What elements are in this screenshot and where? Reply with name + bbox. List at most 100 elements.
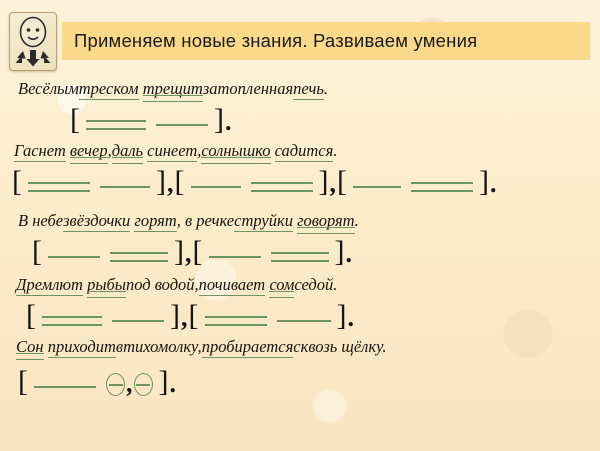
- scheme-clause: []: [70, 103, 224, 136]
- scheme-predicate-line: [112, 319, 164, 322]
- scheme-clause: []: [26, 299, 180, 332]
- scheme-open-bracket: [: [32, 235, 42, 268]
- scheme-open-bracket: [: [70, 103, 80, 136]
- exercise-sentence: Гаснет вечер, даль синеет, солнышко сади…: [14, 141, 338, 165]
- scheme-terminal-punct: .: [225, 106, 232, 136]
- word-subject: трещит: [142, 79, 203, 103]
- scheme-open-bracket: [: [192, 235, 203, 268]
- word-subject: сом: [269, 275, 295, 299]
- scheme-close-bracket: ]: [318, 165, 329, 198]
- scheme-subject-line: [28, 181, 90, 192]
- page-title: Применяем новые знания. Развиваем умения: [74, 30, 478, 51]
- sentence-scheme: [],[].: [26, 299, 355, 332]
- scheme-clause: []: [192, 235, 345, 268]
- word-plain: втихомолку,: [115, 337, 202, 356]
- scheme-subject-line: [42, 315, 102, 326]
- word-plain: затопленная: [202, 79, 294, 98]
- word-plain: .: [323, 79, 329, 98]
- scheme-close-bracket: ]: [334, 235, 345, 268]
- scheme-separator: ,: [185, 238, 192, 268]
- word-plain: под водой,: [125, 275, 199, 294]
- slide-header: Применяем новые знания. Развиваем умения: [0, 0, 600, 76]
- scheme-close-bracket: ]: [214, 103, 224, 136]
- word-subject: вечер: [69, 141, 108, 165]
- scheme-homogeneous-circle: [106, 373, 125, 396]
- scheme-clause: [,]: [18, 365, 169, 398]
- sentence-scheme: [],[].: [32, 235, 353, 268]
- word-plain: Весёлым: [18, 79, 79, 98]
- scheme-homogeneous-circle: [133, 373, 153, 396]
- scheme-separator: ,: [329, 168, 337, 198]
- scheme-close-bracket: ]: [479, 165, 489, 198]
- word-plain: .: [333, 141, 338, 160]
- scheme-close-bracket: ]: [158, 365, 169, 398]
- scheme-clause: []: [12, 165, 166, 198]
- scheme-terminal-punct: .: [169, 368, 177, 398]
- word-predicate: горят: [134, 211, 178, 233]
- word-predicate: синеет: [147, 141, 198, 163]
- exercise-sentence: Дремлют рыбы под водой, почивает сом сед…: [16, 275, 338, 299]
- exercise-sentence: В небе звёздочки горят, в речке струйки …: [18, 211, 359, 235]
- scheme-inner-comma: ,: [126, 368, 133, 398]
- word-predicate: Гаснет: [14, 141, 66, 163]
- word-subject: рыбы: [87, 275, 126, 299]
- exercise-sentence: Весёлым треском трещит затопленная печь …: [18, 79, 329, 103]
- scheme-subject-line: [86, 119, 146, 130]
- word-subject: даль: [111, 141, 144, 165]
- scheme-separator: ,: [167, 168, 174, 198]
- word-plain: ,: [107, 141, 112, 160]
- scheme-clause: []: [32, 235, 184, 268]
- word-plain: ,: [197, 141, 202, 160]
- scheme-open-bracket: [: [337, 165, 347, 198]
- word-plain: , в речке: [176, 211, 235, 230]
- word-subject: говорят: [297, 211, 355, 235]
- scheme-open-bracket: [: [26, 299, 36, 332]
- scheme-clause: []: [337, 165, 489, 198]
- scheme-predicate-line: [34, 385, 96, 388]
- scheme-subject-line: [110, 251, 168, 262]
- scheme-subject-line: [204, 315, 267, 326]
- scheme-close-bracket: ]: [156, 165, 166, 198]
- scheme-subject-line: [411, 181, 473, 192]
- word-subject: солнышко: [201, 141, 271, 165]
- word-plain: сквозь щёлку.: [293, 337, 387, 356]
- word-predicate: Дремлют: [16, 275, 83, 297]
- scheme-close-bracket: ]: [170, 299, 180, 332]
- scheme-terminal-punct: .: [347, 302, 355, 332]
- scheme-clause: []: [189, 299, 347, 332]
- scheme-terminal-punct: .: [490, 168, 497, 198]
- word-plain: В небе: [18, 211, 64, 230]
- word-subject: Сон: [16, 337, 44, 361]
- scheme-predicate-line: [100, 185, 150, 188]
- scheme-subject-line: [250, 181, 313, 192]
- scheme-open-bracket: [: [174, 165, 185, 198]
- scheme-predicate-line: [276, 319, 331, 322]
- scheme-open-bracket: [: [18, 365, 28, 398]
- scheme-open-bracket: [: [12, 165, 22, 198]
- sentence-scheme: [].: [70, 103, 233, 136]
- scheme-clause: []: [174, 165, 329, 198]
- scheme-predicate-line: [353, 185, 401, 188]
- scheme-close-bracket: ]: [336, 299, 347, 332]
- word-predicate: почивает: [198, 275, 266, 297]
- scheme-terminal-punct: .: [345, 238, 353, 268]
- word-predicate: приходит: [47, 337, 117, 359]
- sentence-scheme: [,].: [18, 365, 177, 398]
- word-plain: .: [354, 211, 359, 230]
- word-predicate: струйки: [234, 211, 293, 233]
- scheme-predicate-line: [190, 185, 241, 188]
- face-with-down-arrows-icon: [9, 12, 57, 71]
- scheme-separator: ,: [181, 302, 188, 332]
- exercise-sentence: Сон приходит втихомолку, пробирается скв…: [16, 337, 387, 361]
- word-predicate: треском: [78, 79, 139, 101]
- word-predicate: звёздочки: [63, 211, 131, 233]
- word-predicate: пробирается: [201, 337, 294, 359]
- scheme-predicate-line: [48, 255, 100, 258]
- scheme-predicate-line: [208, 255, 261, 258]
- sentence-scheme: [],[],[].: [12, 165, 498, 198]
- word-plain: седой.: [294, 275, 338, 294]
- scheme-subject-line: [270, 251, 329, 262]
- title-banner: Применяем новые знания. Развиваем умения: [62, 22, 590, 60]
- scheme-predicate-line: [156, 123, 208, 126]
